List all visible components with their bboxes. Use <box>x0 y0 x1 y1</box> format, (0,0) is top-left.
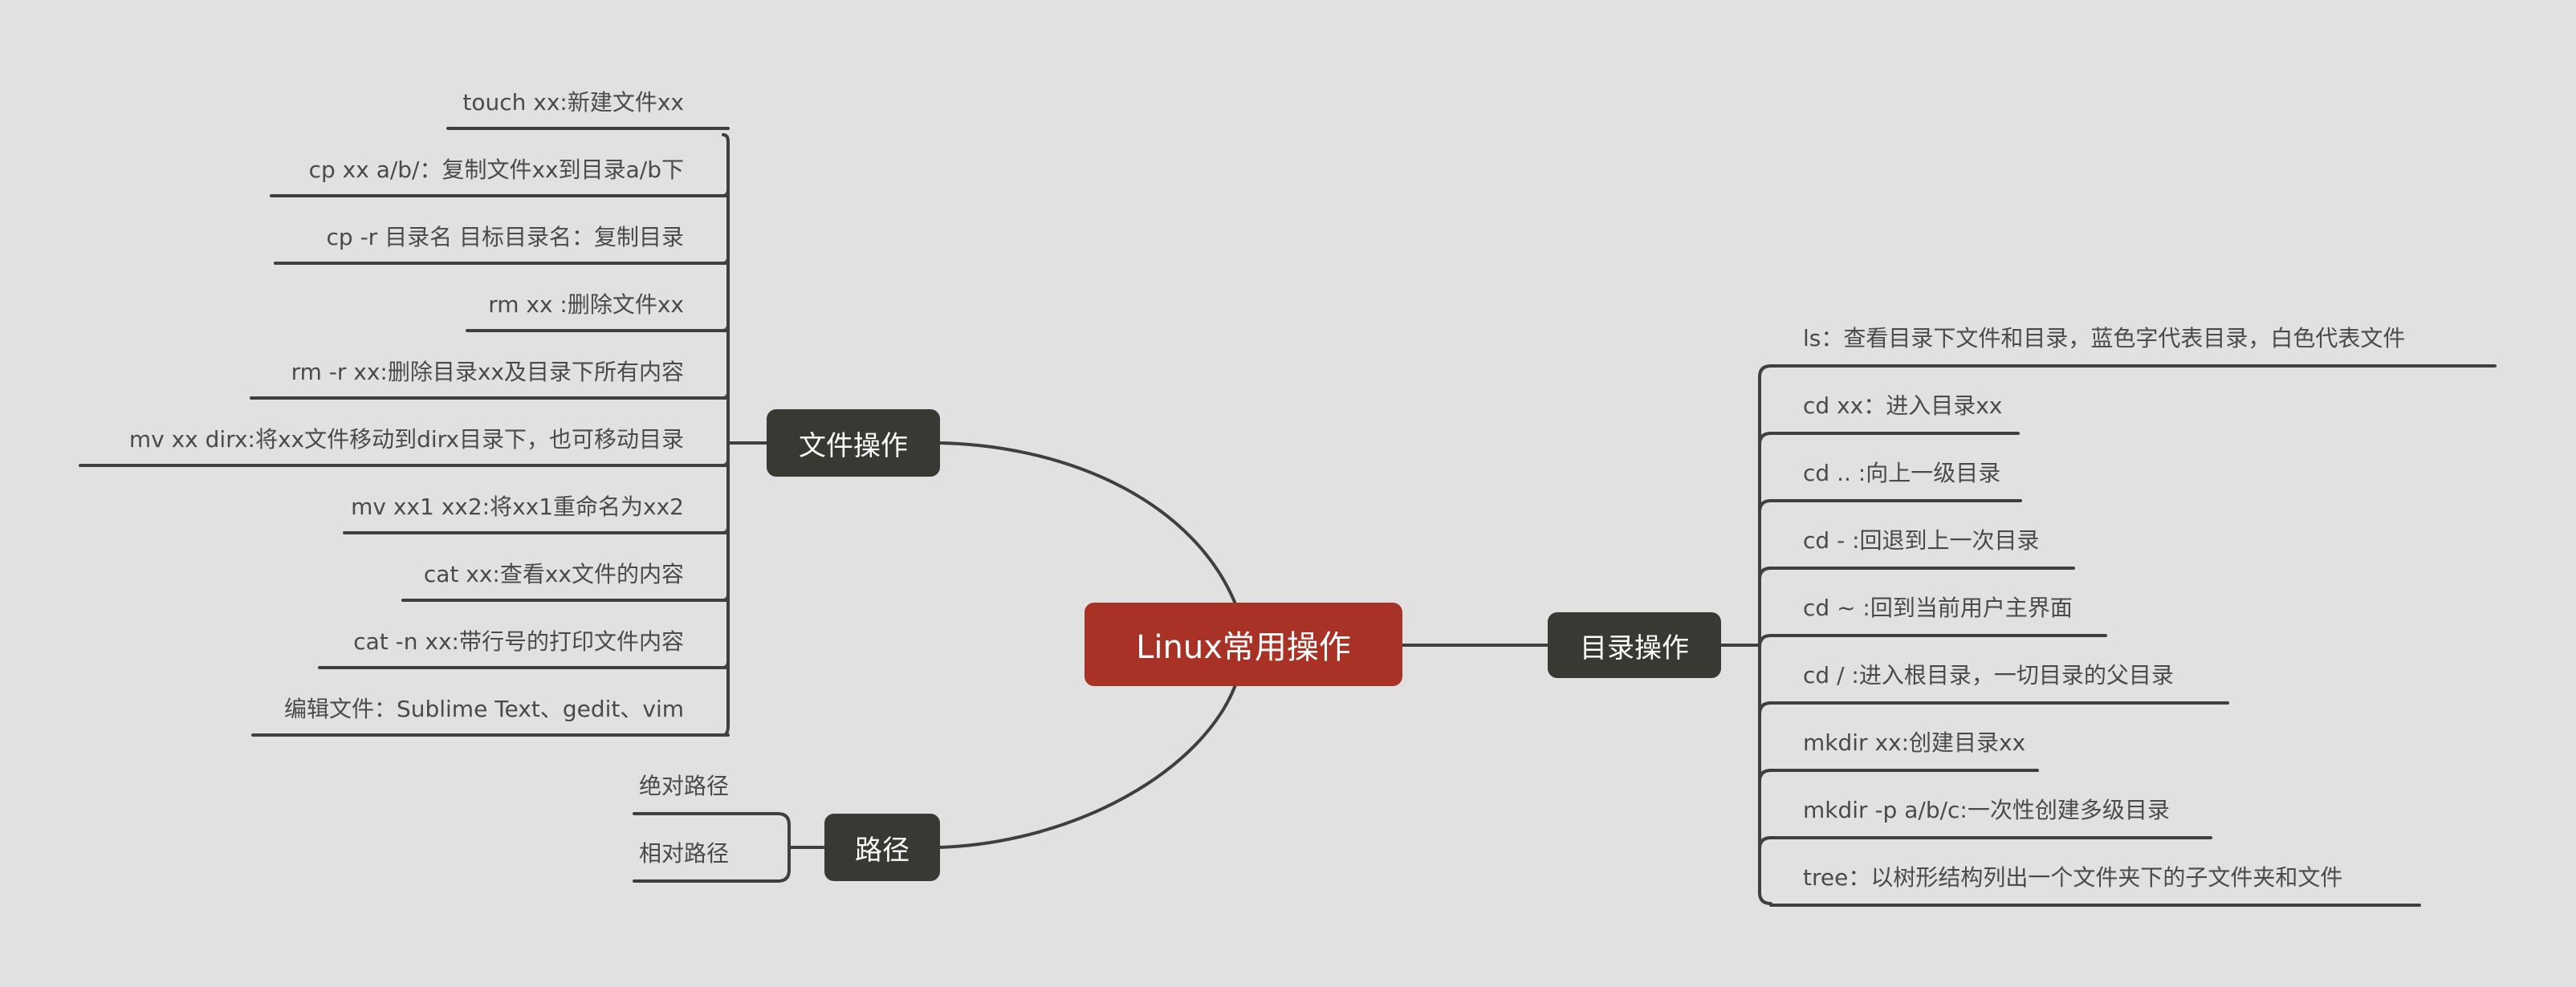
file-op-cat-n[interactable]: cat -n xx:带行号的打印文件内容 <box>353 628 684 655</box>
link-root-path <box>938 681 1238 849</box>
dir-op-cd-back[interactable]: cd - :回退到上一次目录 <box>1803 527 2040 554</box>
dir-op-mkdir[interactable]: mkdir xx:创建目录xx <box>1803 729 2026 756</box>
file-op-editors[interactable]: 编辑文件：Sublime Text、gedit、vim <box>283 696 684 722</box>
branch-directory-operations-label: 目录操作 <box>1580 632 1689 664</box>
path-leaf-underlines <box>633 812 779 883</box>
dir-op-cd-root[interactable]: cd / :进入根目录，一切目录的父目录 <box>1803 662 2174 688</box>
link-dir-bracket <box>1719 364 1772 905</box>
link-path-bracket <box>776 812 826 883</box>
dir-op-ls[interactable]: ls：查看目录下文件和目录，蓝色字代表目录，白色代表文件 <box>1803 325 2406 351</box>
file-op-touch[interactable]: touch xx:新建文件xx <box>462 89 684 116</box>
file-op-mv-rename[interactable]: mv xx1 xx2:将xx1重命名为xx2 <box>351 494 684 520</box>
root-topic[interactable]: Linux常用操作 <box>1085 603 1402 686</box>
path-absolute[interactable]: 绝对路径 <box>639 773 730 799</box>
branch-directory-operations[interactable]: 目录操作 <box>1548 612 1721 678</box>
branch-file-operations[interactable]: 文件操作 <box>767 409 940 477</box>
link-file-bracket <box>722 133 768 737</box>
dir-op-mkdir-p[interactable]: mkdir -p a/b/c:一次性创建多级目录 <box>1803 797 2170 823</box>
file-leaf-underlines <box>79 127 730 737</box>
branch-path[interactable]: 路径 <box>824 814 940 881</box>
dir-op-cd-up[interactable]: cd .. :向上一级目录 <box>1803 460 2001 486</box>
branch-file-operations-label: 文件操作 <box>799 429 908 462</box>
dir-leaf-underlines <box>1769 364 2497 907</box>
file-op-mv-dir[interactable]: mv xx dirx:将xx文件移动到dirx目录下，也可移动目录 <box>128 426 684 453</box>
dir-op-cd[interactable]: cd xx：进入目录xx <box>1803 392 2003 419</box>
file-op-cp[interactable]: cp xx a/b/：复制文件xx到目录a/b下 <box>308 156 684 183</box>
file-op-rm-r[interactable]: rm -r xx:删除目录xx及目录下所有内容 <box>291 359 684 385</box>
dir-op-cd-home[interactable]: cd ~ :回到当前用户主界面 <box>1803 595 2073 621</box>
dir-leaf-ticks <box>1758 432 1772 851</box>
path-relative[interactable]: 相对路径 <box>639 840 730 867</box>
file-op-cat[interactable]: cat xx:查看xx文件的内容 <box>423 561 684 587</box>
branch-path-label: 路径 <box>855 834 910 867</box>
file-op-rm[interactable]: rm xx :删除文件xx <box>488 291 684 318</box>
root-topic-label: Linux常用操作 <box>1136 629 1351 666</box>
link-root-file <box>938 441 1238 607</box>
file-leaf-ticks <box>721 189 730 669</box>
file-op-cp-r[interactable]: cp -r 目录名 目标目录名：复制目录 <box>326 224 685 250</box>
dir-op-tree[interactable]: tree：以树形结构列出一个文件夹下的子文件夹和文件 <box>1803 864 2343 891</box>
